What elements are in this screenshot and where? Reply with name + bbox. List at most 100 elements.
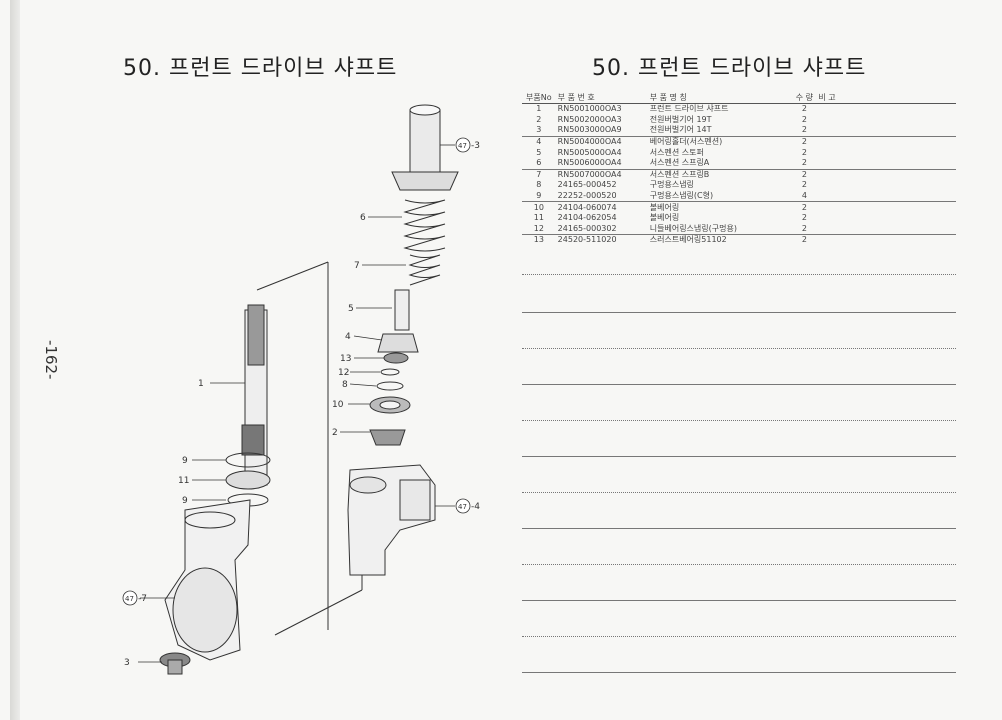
cell-remarks	[816, 125, 956, 137]
cell-remarks	[816, 213, 956, 224]
callout-13: 13	[340, 354, 351, 364]
callout-4: 4	[345, 332, 351, 342]
ruled-line	[522, 672, 956, 673]
cell-quantity: 2	[801, 213, 807, 223]
cell-part-name: 니들베어링스냅링(구멍용)	[647, 223, 793, 236]
ruled-line	[522, 528, 956, 529]
cell-quantity: 2	[801, 137, 807, 147]
cell-remarks	[816, 202, 956, 213]
cell-quantity: 2	[801, 235, 807, 245]
ruled-line	[522, 274, 956, 275]
cell-no: 8	[536, 180, 542, 190]
cell-remarks	[816, 147, 956, 158]
ref-47-4-num: 47	[458, 503, 467, 511]
cell-part-number: 22252-000520	[555, 190, 648, 203]
cell-part-name: 볼베어링	[649, 213, 680, 223]
cell-part-number: RN5004000OA4	[557, 137, 622, 147]
cell-remarks	[816, 223, 956, 236]
col-header-part-name: 부 품 명 칭	[647, 92, 793, 104]
ruled-line	[522, 384, 956, 385]
col-header-no: 부품No	[522, 92, 556, 104]
cell-no: 9	[522, 190, 556, 203]
ruled-line	[522, 312, 956, 313]
page-title-right: 50. 프런트 드라이브 샤프트	[592, 56, 867, 81]
cell-part-name: 베어링홀더(서스펜션)	[649, 137, 723, 147]
cell-part-name: 전원버벌기어 19T	[649, 114, 712, 124]
page-title-left: 50. 프런트 드라이브 샤프트	[123, 56, 398, 81]
ruled-line	[522, 348, 956, 349]
cell-no: 4	[536, 137, 542, 147]
parts-list-table: 부품No 부 품 번 호 부 품 명 칭 수 량 비 고 1 RN5001000O…	[522, 92, 956, 246]
cell-remarks	[816, 136, 956, 147]
cell-no: 13	[533, 235, 544, 245]
cell-quantity: 2	[792, 125, 817, 137]
cell-part-name: 프런트 드라이브 샤프트	[649, 104, 729, 114]
callout-10: 10	[332, 400, 344, 410]
binding-edge	[10, 0, 20, 720]
ref-47-3-num: 47	[458, 142, 467, 150]
table-row: 4 RN5004000OA4 베어링홀더(서스펜션) 2	[522, 136, 956, 147]
callout-6: 6	[360, 213, 366, 223]
cell-remarks	[816, 115, 956, 126]
cell-part-number: 24165-000452	[557, 180, 617, 190]
cell-quantity: 2	[801, 147, 807, 157]
table-row: 11 24104-062054 볼베어링 2	[522, 213, 956, 224]
callout-5: 5	[348, 304, 354, 314]
ref-47-7-suffix: -7	[138, 594, 147, 604]
cell-remarks	[816, 190, 956, 203]
ref-circle-47-3	[455, 137, 471, 153]
cell-part-name: 볼베어링	[649, 202, 680, 212]
cell-part-number: 24104-060074	[557, 202, 617, 212]
cell-part-name: 구멍용스냅링	[649, 180, 694, 190]
col-header-quantity: 수 량	[792, 92, 817, 104]
cell-part-number: RN5003000OA9	[555, 125, 648, 137]
cell-part-number: RN5001000OA3	[557, 104, 622, 114]
table-header-row: 부품No 부 품 번 호 부 품 명 칭 수 량 비 고	[522, 92, 956, 104]
cell-part-name: 서스펜션 스프링A	[647, 157, 793, 170]
cell-no: 12	[522, 223, 556, 236]
callout-1: 1	[198, 379, 204, 389]
cell-quantity: 4	[792, 190, 817, 203]
callout-3: 3	[124, 658, 130, 668]
ref-circle-47-4	[455, 498, 471, 514]
callout-9a: 9	[182, 456, 188, 466]
table-row: 8 24165-000452 구멍용스냅링 2	[522, 180, 956, 191]
cell-quantity: 2	[801, 114, 807, 124]
cell-quantity: 2	[801, 202, 807, 212]
ruled-line	[522, 564, 956, 565]
col-header-remarks: 비 고	[816, 92, 956, 104]
cell-part-name: 구멍용스냅링(C형)	[647, 190, 793, 203]
cell-remarks	[816, 157, 956, 170]
cell-quantity: 2	[792, 223, 817, 236]
cell-no: 11	[533, 213, 544, 223]
ruled-line	[522, 420, 956, 421]
cell-remarks	[816, 169, 956, 180]
ruled-line	[522, 492, 956, 493]
ruled-line	[522, 600, 956, 601]
cell-part-number: RN5007000OA4	[557, 169, 622, 179]
cell-part-number: 24104-062054	[557, 213, 617, 223]
cell-remarks	[816, 235, 956, 246]
ref-circle-47-7	[122, 590, 138, 606]
cell-no: 2	[536, 114, 542, 124]
cell-part-name: 스러스트베어링51102	[649, 235, 727, 245]
cell-quantity: 2	[801, 180, 807, 190]
ref-47-3-suffix: -3	[471, 141, 480, 151]
ref-47-7-num: 47	[125, 595, 134, 603]
exploded-parts-diagram: 1 9 11 9 3 6 7 5 4 13 12 8 10 2 47 -3 47…	[122, 104, 480, 675]
cell-part-number: 24165-000302	[555, 223, 648, 236]
ruled-line	[522, 456, 956, 457]
cell-no: 1	[536, 104, 542, 114]
ruled-line	[522, 636, 956, 637]
cell-part-number: RN5005000OA4	[557, 147, 622, 157]
